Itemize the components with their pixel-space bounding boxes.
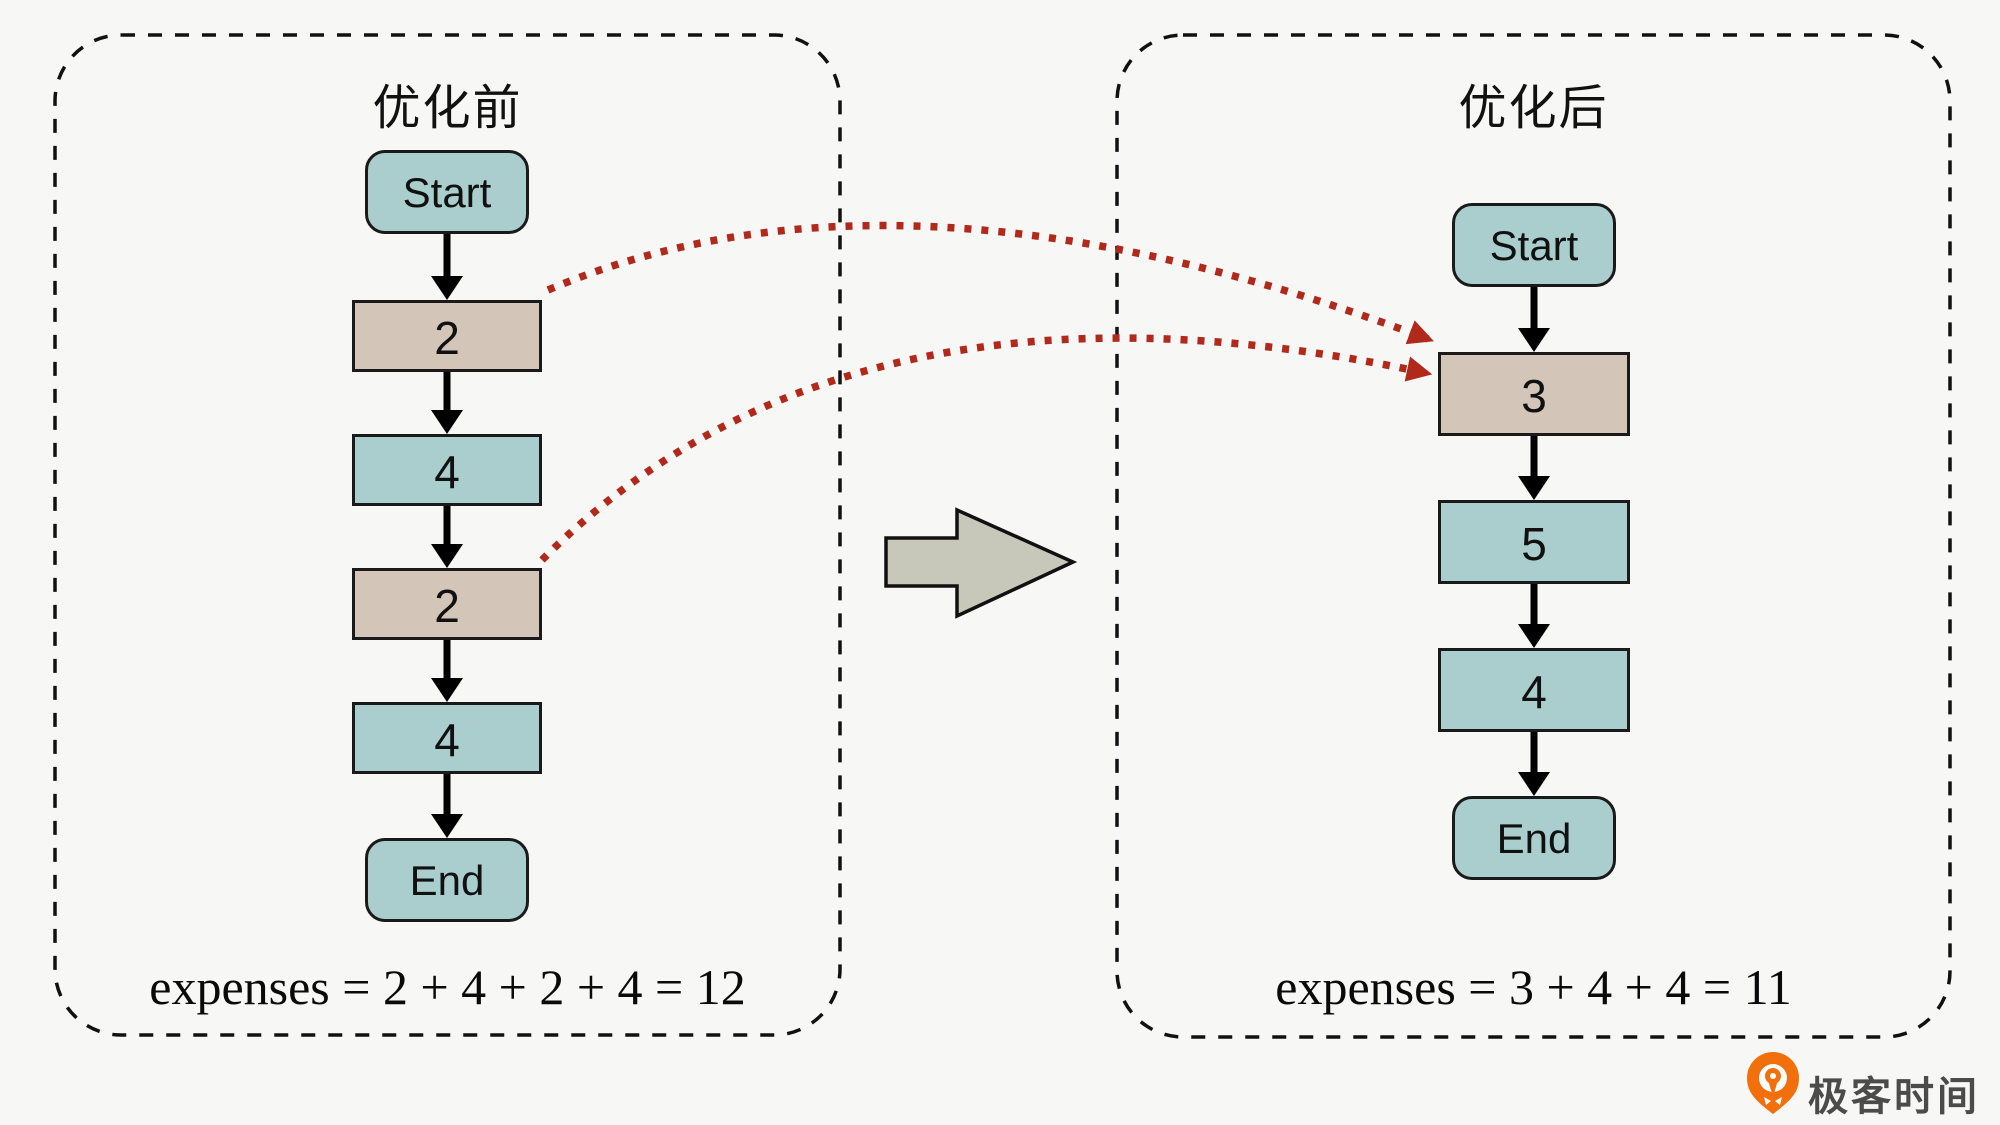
node-before-start: Start [365, 150, 529, 234]
expenses-before: expenses = 2 + 4 + 2 + 4 = 12 [149, 959, 746, 1015]
flow-arrow [431, 774, 463, 838]
panel-after-title: 优化后 [1458, 82, 1609, 135]
node-before-end: End [365, 838, 529, 922]
node-after-cost-5: 5 [1438, 500, 1630, 584]
node-after-end: End [1452, 796, 1616, 880]
flow-arrow [1518, 436, 1550, 500]
node-after-cost-3: 3 [1438, 352, 1630, 436]
node-before-cost-4a: 4 [352, 434, 542, 506]
flow-arrow [1518, 584, 1550, 648]
node-before-cost-2a: 2 [352, 300, 542, 372]
flow-arrow [1518, 287, 1550, 352]
flow-arrow [431, 372, 463, 434]
node-after-start: Start [1452, 203, 1616, 287]
merge-arrow-from-second-2 [539, 334, 1433, 563]
panel-before-title: 优化前 [372, 82, 523, 135]
node-before-cost-2b: 2 [352, 568, 542, 640]
node-before-cost-4b: 4 [352, 702, 542, 774]
merge-arrow-from-first-2 [546, 221, 1434, 345]
watermark-label: 极客时间 [1808, 1075, 1980, 1119]
transform-block-arrow-icon [884, 507, 1078, 619]
flow-arrow [431, 506, 463, 568]
expenses-after: expenses = 3 + 4 + 4 = 11 [1275, 959, 1792, 1015]
flow-arrow [431, 640, 463, 702]
flow-arrow [1518, 732, 1550, 796]
node-after-cost-4: 4 [1438, 648, 1630, 732]
geektime-logo-icon [1747, 1052, 1799, 1114]
flow-arrow [431, 234, 463, 300]
